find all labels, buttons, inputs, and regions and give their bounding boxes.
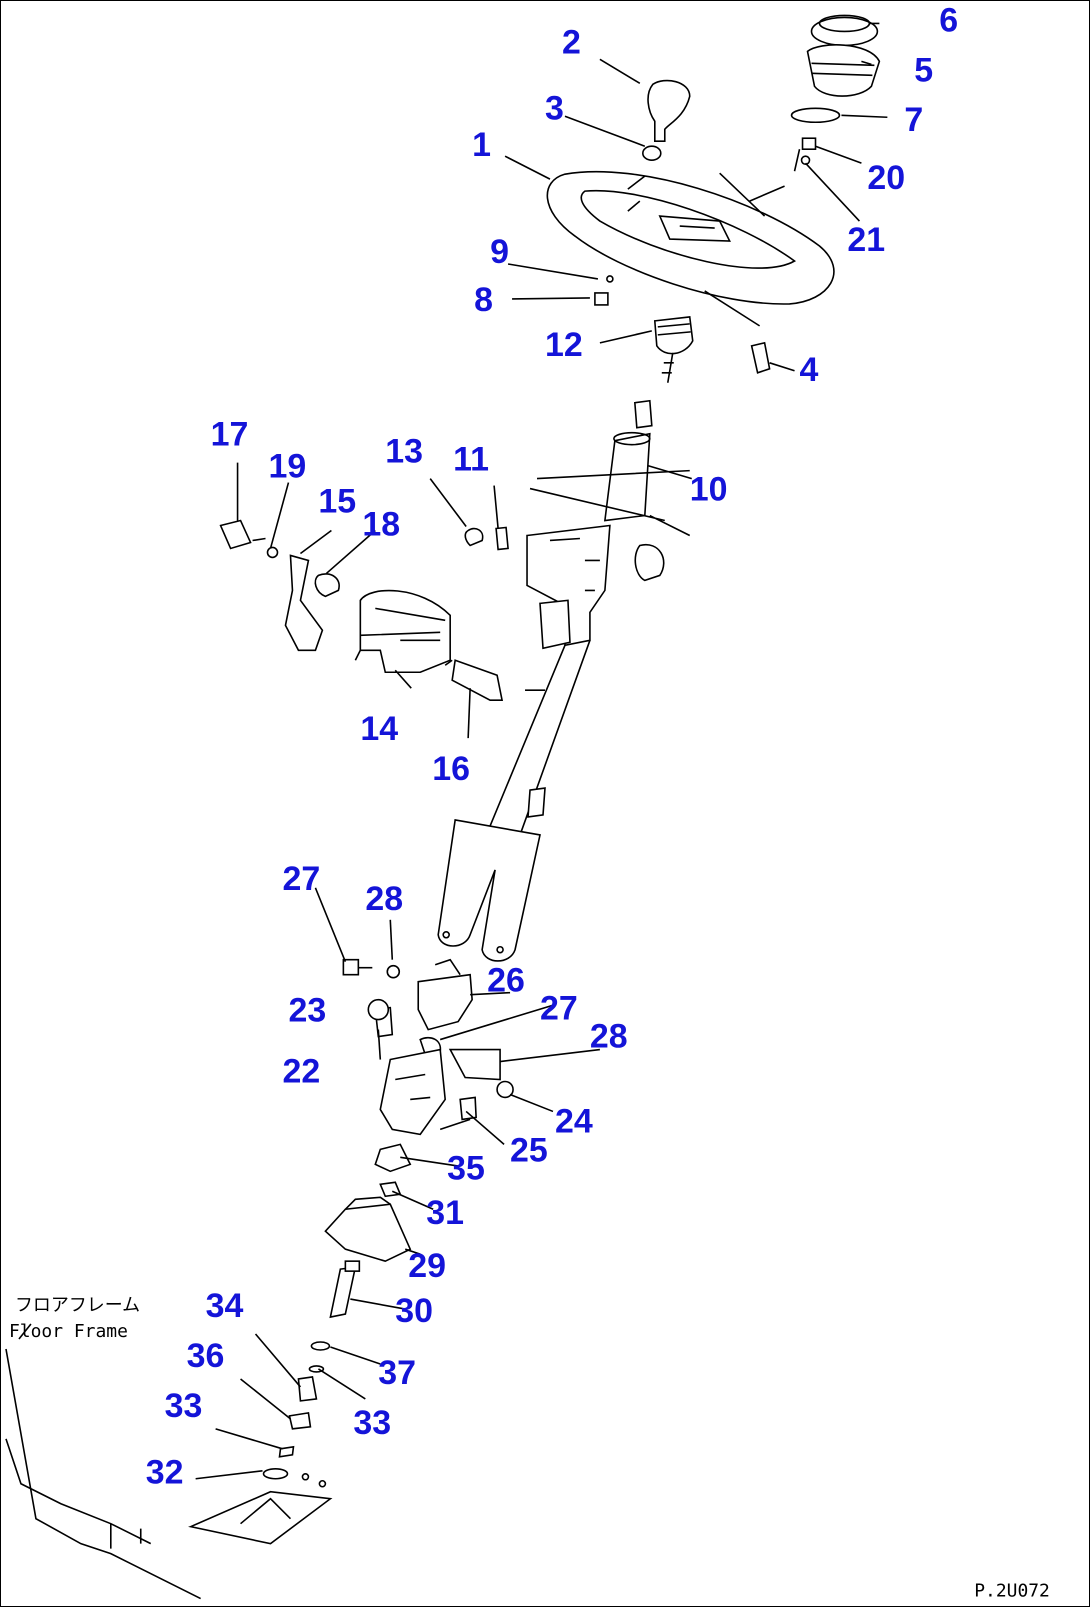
callout-13: 13 [385,433,423,471]
callout-29: 29 [408,1247,446,1285]
callout-9: 9 [490,233,509,271]
callout-24: 24 [555,1102,593,1140]
callout-28: 28 [590,1018,628,1056]
callout-1: 1 [472,126,491,164]
tilt-bracket [359,589,451,674]
callout-7: 7 [904,101,923,139]
floor-frame-label-en: Floor Frame [9,1321,128,1342]
callout-30: 30 [395,1292,433,1330]
callout-10: 10 [690,471,728,509]
steering-column [437,399,691,962]
callout-20: 20 [867,159,905,197]
steering-wheel-assembly [546,14,881,383]
column-support-29 [324,1203,412,1263]
callout-14: 14 [360,710,398,748]
tilt-lever [284,554,324,652]
callout-37: 37 [378,1354,416,1392]
callout-3: 3 [545,89,564,127]
callout-19: 19 [269,448,307,486]
callout-34: 34 [206,1287,244,1325]
callout-18: 18 [362,505,400,543]
callout-17: 17 [211,416,249,454]
callout-15: 15 [318,483,356,521]
callout-8: 8 [474,281,493,319]
callout-26: 26 [487,962,525,1000]
knob [647,79,691,143]
callout-36: 36 [187,1337,225,1375]
callout-25: 25 [510,1131,548,1169]
callout-22: 22 [282,1052,320,1090]
callout-27: 27 [540,990,578,1028]
callout-labels: 1234567891011121314151617181920212223242… [146,1,958,1491]
tilt-lever-parts [219,519,509,701]
leader-lines [195,22,888,1480]
callout-11: 11 [453,441,489,479]
callout-27: 27 [282,860,320,898]
floor-plate [188,1490,333,1545]
callout-4: 4 [800,351,819,389]
joint-yoke-26 [417,973,473,1031]
callout-5: 5 [914,51,933,89]
drawing-code: P.2U072 [974,1581,1050,1602]
contact-plate [790,107,841,124]
column-fork-yoke [437,819,541,962]
callout-12: 12 [545,326,583,364]
horn-button [806,44,881,97]
bolt-16 [451,659,504,701]
callout-21: 21 [847,221,885,259]
callout-35: 35 [447,1149,485,1187]
callout-33: 33 [165,1387,203,1425]
floor-frame [5,1323,333,1600]
callout-31: 31 [426,1194,464,1232]
callout-32: 32 [146,1454,184,1492]
universal-joint-22 [379,1048,447,1136]
floor-frame-label-jp: フロアフレーム [15,1295,140,1316]
callout-16: 16 [432,750,470,788]
callout-28: 28 [365,880,403,918]
universal-joint-assembly [262,958,514,1488]
shaft-30 [329,1266,357,1319]
callout-2: 2 [562,23,581,61]
callout-33: 33 [353,1404,391,1442]
callout-23: 23 [288,992,326,1030]
callout-6: 6 [939,1,958,39]
